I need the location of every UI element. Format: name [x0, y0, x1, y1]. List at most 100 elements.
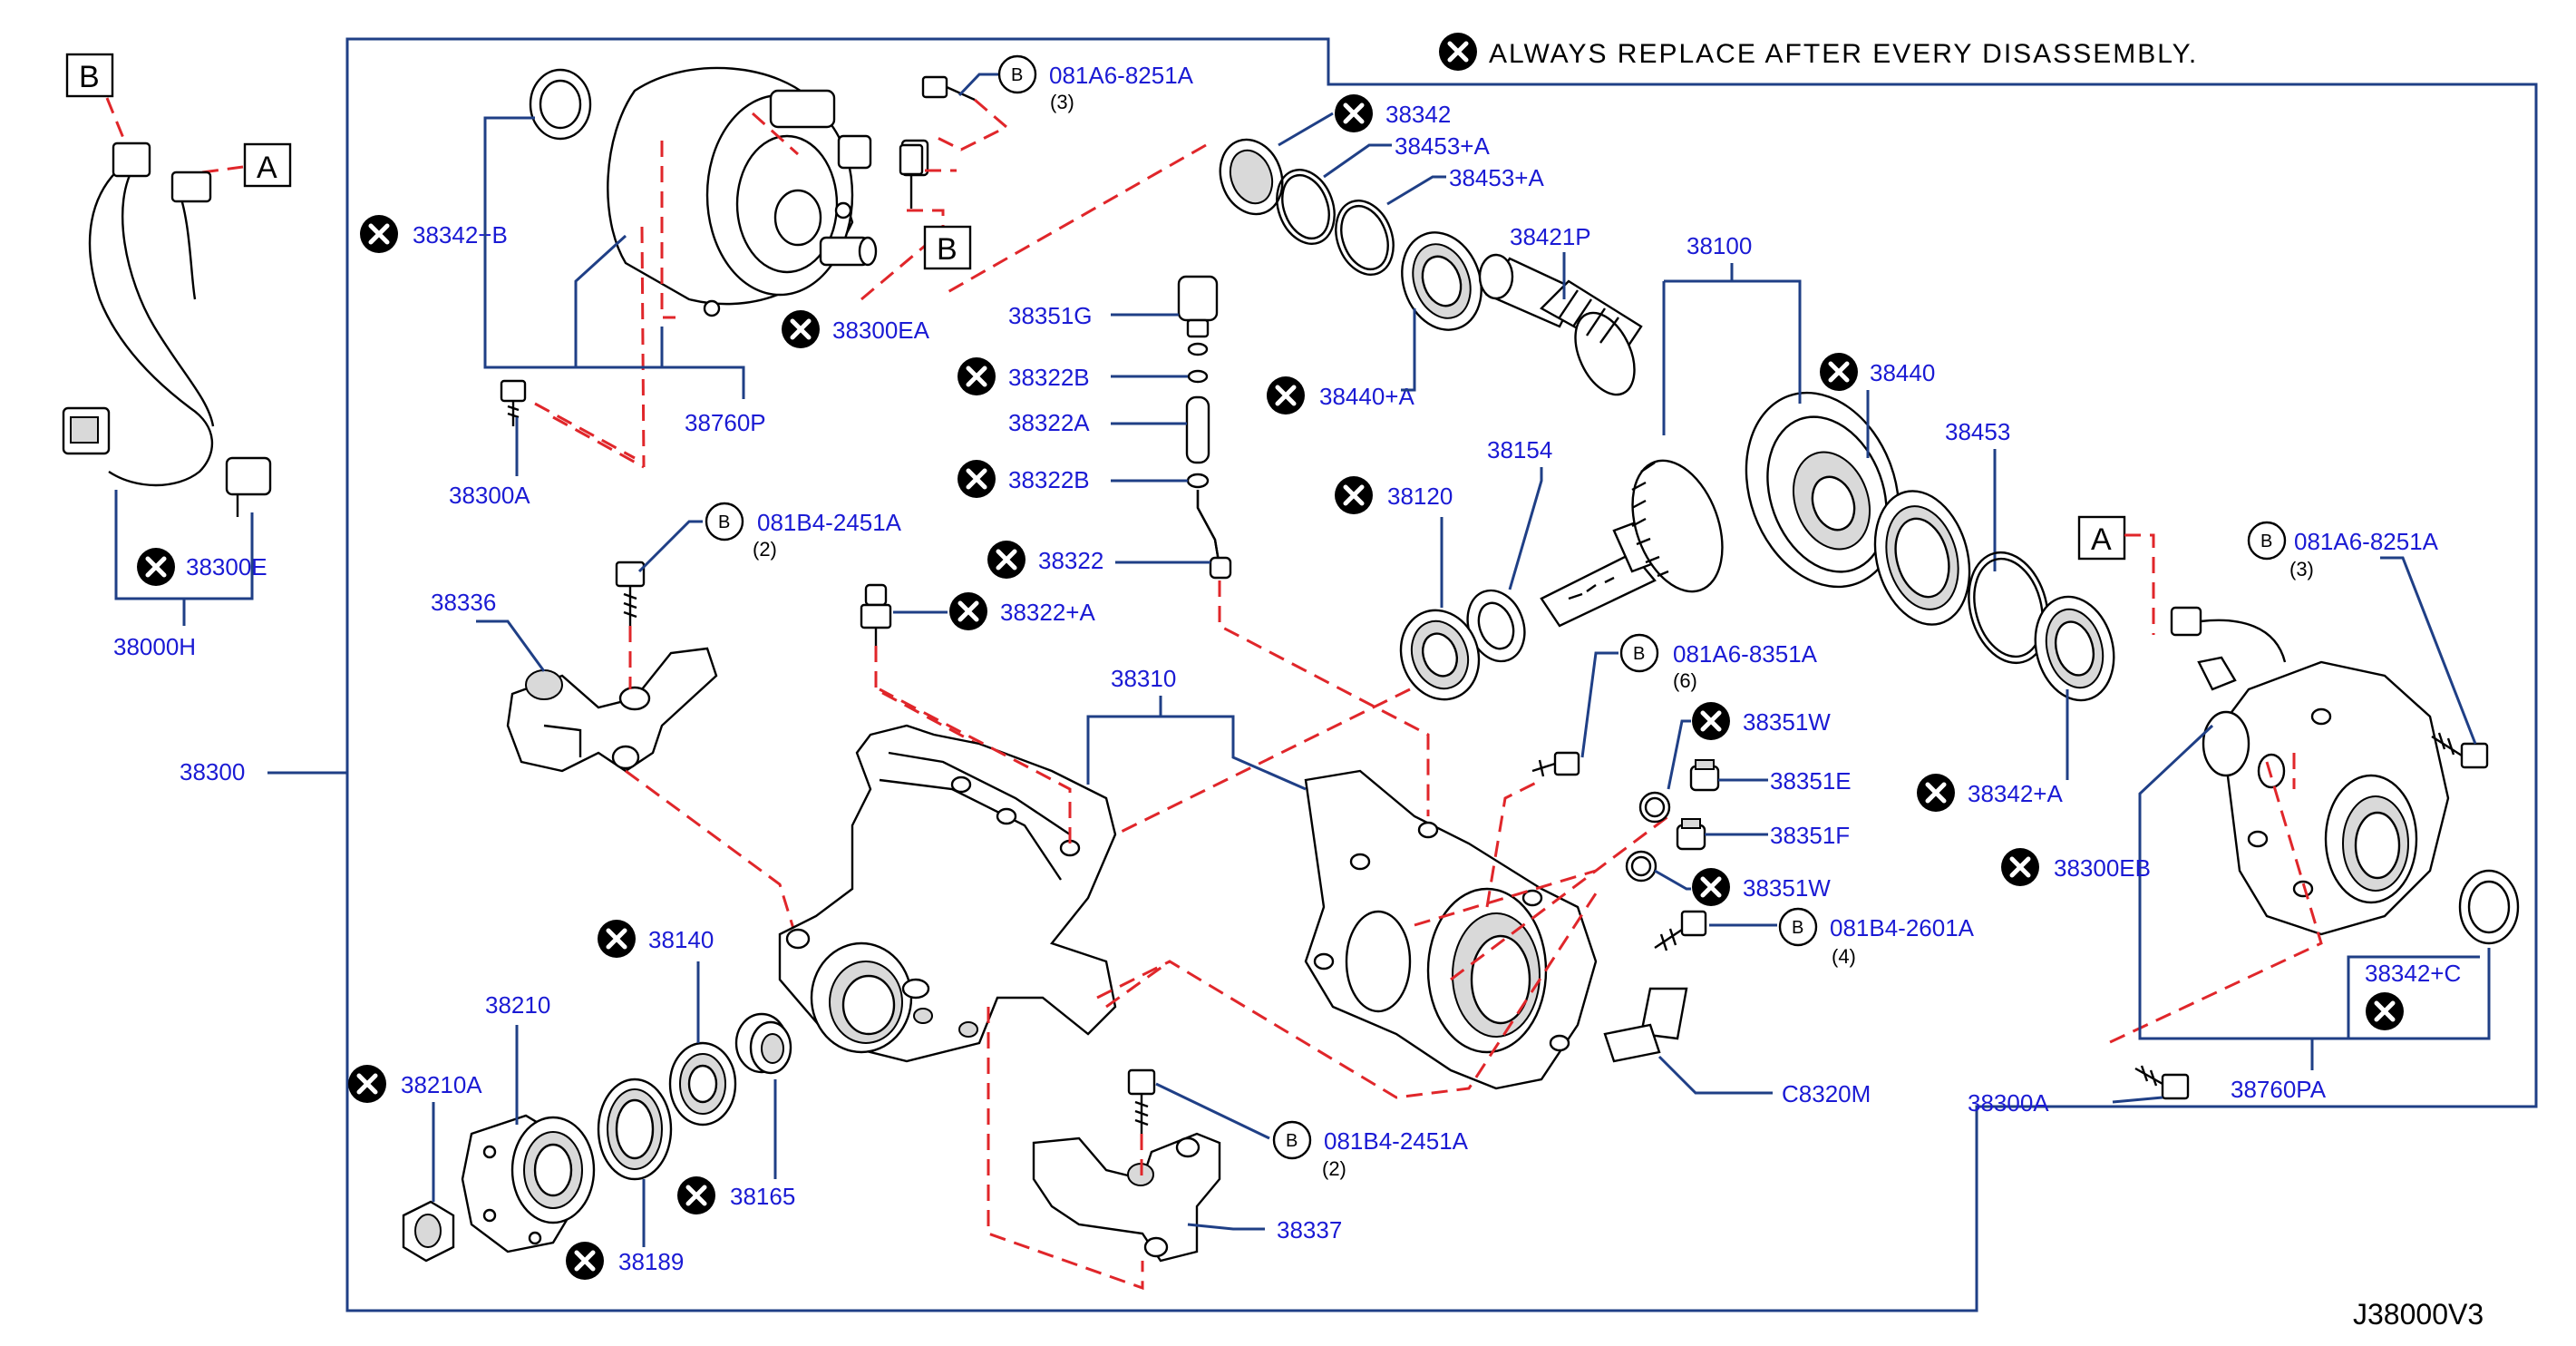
- label-38300: 38300: [180, 758, 245, 785]
- label-38351w-1: 38351W: [1743, 708, 1831, 736]
- label-38337: 38337: [1277, 1216, 1342, 1244]
- label-38000h: 38000H: [113, 633, 196, 660]
- label-38322-plus-a: 38322+A: [1000, 599, 1095, 626]
- bracket-38337: [1032, 1132, 1221, 1263]
- bearing-38120: [1399, 609, 1481, 701]
- motor-38760p: [529, 66, 957, 469]
- label-38342-a: 38342+A: [1968, 780, 2063, 807]
- label-38440-a: 38440+A: [1319, 383, 1414, 410]
- box-label-b-2-text: B: [937, 232, 957, 267]
- flange-38210: [461, 1114, 596, 1253]
- label-38154: 38154: [1487, 436, 1552, 463]
- bolt-38300a-upper: [500, 379, 527, 426]
- carrier-38310: [778, 724, 1117, 1063]
- bolt-38300a-right: [2134, 1065, 2190, 1100]
- label-38140: 38140: [648, 926, 714, 953]
- label-38342: 38342: [1385, 101, 1451, 128]
- label-38453a-1: 38453+A: [1395, 132, 1490, 160]
- qty-081a6-8251a-1: (3): [1050, 91, 1074, 113]
- assembly-outline: [345, 37, 2538, 1312]
- bolt-081b4-2451a-lower: [1127, 1068, 1156, 1134]
- breather-38351g: [1177, 275, 1232, 580]
- connector-c8320m: [1603, 987, 1688, 1063]
- replace-note: ALWAYS REPLACE AFTER EVERY DISASSEMBLY.: [1489, 39, 2198, 69]
- box-label-b-2: [923, 225, 972, 270]
- replace-marker-icon: [1439, 33, 1477, 71]
- label-081b4-2601a: 081B4-2601A: [1830, 914, 1975, 941]
- box-label-a-2: [2077, 515, 2126, 561]
- label-38453a-2: 38453+A: [1449, 164, 1544, 191]
- seal-38189: [597, 1078, 673, 1181]
- label-38351w-2: 38351W: [1743, 874, 1831, 902]
- qty-081b4-2601a: (4): [1832, 945, 1856, 968]
- spacer-38165: [734, 1012, 792, 1075]
- label-081a6-8251a-1: 081A6-8251A: [1049, 62, 1194, 89]
- seal-38342c: [2458, 869, 2520, 945]
- label-38120: 38120: [1387, 483, 1453, 510]
- seal-38342: [1219, 138, 1284, 216]
- label-38322b-1: 38322B: [1008, 364, 1090, 391]
- diagram-code: J38000V3: [2353, 1298, 2484, 1331]
- carrier-right-half: [1304, 769, 1598, 1090]
- bearing-38440a: [1401, 231, 1482, 331]
- plug-38351e: [1638, 759, 1720, 824]
- bearing-38140: [668, 1041, 737, 1127]
- label-38210a: 38210A: [401, 1071, 482, 1098]
- bolt-081a6-8351a: [1531, 751, 1580, 777]
- label-38342-b: 38342+B: [413, 221, 508, 249]
- label-38165: 38165: [730, 1183, 795, 1210]
- bolt-marker-3: B: [1633, 644, 1645, 664]
- label-38322: 38322: [1038, 547, 1103, 574]
- qty-081a6-8351a: (6): [1673, 669, 1697, 692]
- label-38300eb: 38300EB: [2054, 854, 2151, 882]
- label-38300a-1: 38300A: [449, 482, 530, 509]
- label-38453: 38453: [1945, 418, 2010, 445]
- bolt-marker-6: B: [1286, 1131, 1298, 1151]
- label-38351g: 38351G: [1008, 302, 1093, 329]
- gear-38100: [1540, 391, 1900, 628]
- label-38421p: 38421P: [1510, 223, 1591, 250]
- label-081b4-2451a-2: 081B4-2451A: [1324, 1127, 1469, 1155]
- label-38322a: 38322A: [1008, 409, 1090, 436]
- harness-38000h: B A 38300E 38000H: [62, 53, 292, 660]
- motor-38760pa: [2170, 606, 2450, 936]
- bolt-marker-2: B: [718, 512, 730, 532]
- nut-38210a: [402, 1200, 455, 1263]
- shaft-38421p: [1478, 253, 1643, 396]
- box-label-a-text: A: [257, 151, 277, 185]
- label-38189: 38189: [618, 1248, 684, 1275]
- plug-38322a: [860, 583, 892, 646]
- label-38440: 38440: [1870, 359, 1935, 386]
- box-label-a-2-text: A: [2091, 522, 2112, 557]
- box-label-a: [243, 142, 292, 188]
- qty-081b4-2451a-1: (2): [753, 538, 777, 561]
- label-c8320m: C8320M: [1782, 1080, 1871, 1107]
- label-38100: 38100: [1687, 232, 1752, 259]
- label-38210: 38210: [485, 991, 550, 1019]
- label-38300a-2: 38300A: [1968, 1089, 2049, 1117]
- qty-081a6-8251a-2: (3): [2289, 558, 2314, 580]
- bolt-081b4-2451a-upper: [615, 561, 646, 626]
- plug-38351f: [1625, 818, 1706, 883]
- bolt-marker-4: B: [1792, 918, 1803, 938]
- label-38322b-2: 38322B: [1008, 466, 1090, 493]
- bearing-38440: [1873, 490, 1971, 626]
- qty-081b4-2451a-2: (2): [1322, 1157, 1346, 1180]
- label-38300e: 38300E: [186, 553, 267, 580]
- label-38760pa: 38760PA: [2231, 1076, 2327, 1103]
- bolt-081b4-2601a: [1654, 910, 1707, 951]
- label-38336: 38336: [431, 589, 496, 616]
- label-38300ea: 38300EA: [832, 317, 930, 344]
- label-38351f: 38351F: [1770, 822, 1850, 849]
- bolt-marker-5: B: [2260, 532, 2272, 551]
- box-label-b: [65, 53, 114, 98]
- label-081a6-8251a-2: 081A6-8251A: [2294, 528, 2439, 555]
- label-081b4-2451a-1: 081B4-2451A: [757, 509, 902, 536]
- label-38760p: 38760P: [685, 409, 766, 436]
- label-38351e: 38351E: [1770, 767, 1852, 795]
- bearing-38342a: [2034, 595, 2115, 702]
- box-label-b-text: B: [79, 60, 100, 94]
- bracket-38336: [506, 647, 718, 773]
- label-38310: 38310: [1111, 665, 1176, 692]
